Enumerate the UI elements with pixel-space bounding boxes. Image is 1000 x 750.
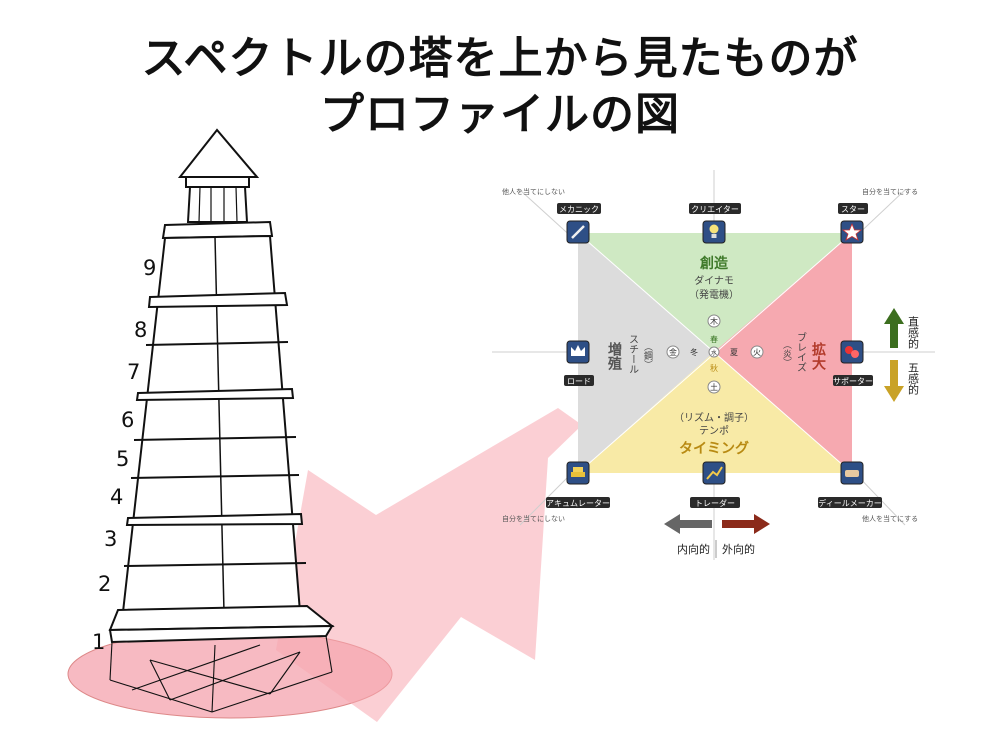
level-label-9: 9 [143, 256, 157, 280]
level-label-1: 1 [92, 630, 106, 654]
profile-star: スター [841, 205, 865, 214]
quadrant-bottom-name: タイミング [679, 440, 749, 457]
profile-trader: トレーダー [695, 498, 735, 508]
quadrant-bottom-sub2: （リズム・調子） [674, 411, 754, 424]
quadrant-left [578, 233, 714, 473]
element-metal: 金 [669, 347, 677, 357]
axis-down-label: 五感的 [907, 362, 920, 396]
axis-up-label: 直感的 [907, 315, 920, 350]
level-label-8: 8 [134, 318, 148, 342]
note-bottom-left: 自分を当てにしない [502, 514, 565, 523]
arrow-left-icon [664, 514, 712, 534]
level-label-5: 5 [116, 447, 130, 471]
profile-mechanic: メカニック [559, 205, 599, 214]
element-earth: 土 [710, 382, 718, 392]
level-label-4: 4 [110, 485, 124, 509]
axis-left-label: 内向的 [677, 542, 710, 556]
profile-supporter: サポーター [833, 377, 873, 386]
quadrant-left-sub1: スチール [627, 334, 639, 374]
quadrant-bottom-sub1: テンポ [699, 425, 729, 437]
level-label-3: 3 [104, 527, 118, 551]
level-label-6: 6 [121, 408, 135, 432]
quadrant-bottom [578, 352, 852, 473]
note-top-right: 自分を当てにする [862, 187, 918, 196]
arrow-right-icon [722, 514, 770, 534]
quadrant-right-sub2: （炎） [781, 340, 792, 367]
view-arrow [276, 408, 582, 722]
quadrant-right-sub1: ブレイズ [795, 331, 807, 372]
arrow-up-icon [884, 308, 904, 348]
quadrant-right [714, 233, 852, 473]
quadrant-top-sub1: ダイナモ [694, 274, 734, 287]
profile-lord: ロード [567, 377, 591, 386]
quadrant-left-sub2: （鋼） [642, 342, 653, 369]
element-wood: 木 [710, 316, 718, 326]
quadrant-top-name: 創造 [699, 255, 728, 272]
arrow-down-icon [884, 360, 904, 402]
note-top-left: 他人を当てにしない [502, 187, 565, 196]
element-water: 水 [711, 349, 717, 357]
season-autumn: 秋 [710, 363, 718, 373]
profile-dealmaker: ディールメーカー [818, 498, 881, 508]
season-spring: 春 [710, 334, 718, 344]
profile-accumulator: アキュムレーター [546, 499, 610, 508]
axis-right-label: 外向的 [722, 542, 755, 556]
note-bottom-right: 他人を当てにする [862, 514, 918, 523]
title-line-1: スペクトルの塔を上から見たものが [141, 33, 859, 84]
profile-creator: クリエイター [691, 205, 739, 214]
title-line-2: プロファイルの図 [320, 89, 680, 140]
quadrant-top [578, 233, 852, 352]
element-fire: 火 [753, 348, 761, 357]
quadrant-left-name: 増殖 [606, 341, 623, 371]
quadrant-top-sub2: （発電機） [689, 288, 739, 301]
season-summer: 夏 [730, 348, 738, 357]
quadrant-right-name: 拡大 [810, 341, 826, 371]
season-winter: 冬 [690, 347, 698, 357]
level-label-7: 7 [127, 360, 141, 384]
level-label-2: 2 [98, 572, 112, 596]
